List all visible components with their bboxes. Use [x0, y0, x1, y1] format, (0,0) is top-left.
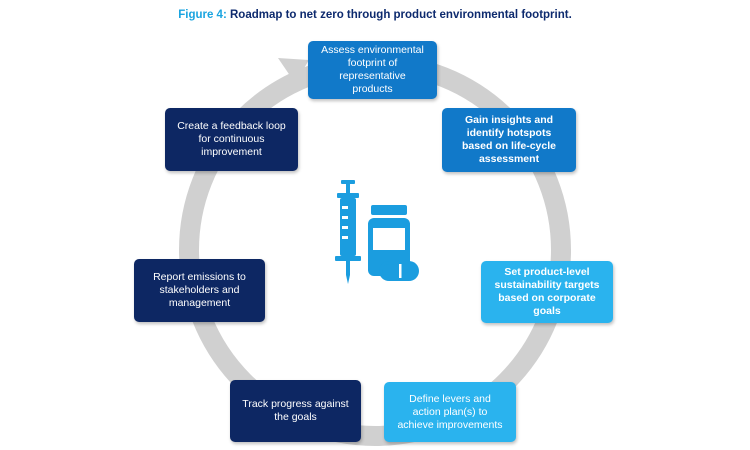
step-report-emissions: Report emissions to stakeholders and man… — [134, 259, 265, 322]
step-track-progress: Track progress against the goals — [230, 380, 361, 442]
figure-title: Roadmap to net zero through product envi… — [229, 9, 572, 21]
step-label: Gain insights and identify hotspots base… — [462, 114, 556, 165]
step-label: Define levers and action plan(s) to achi… — [397, 392, 503, 431]
step-label: Track progress against the goals — [242, 398, 349, 423]
step-label: Set product-level sustainability targets… — [494, 266, 600, 317]
cycle-arrowhead — [278, 58, 309, 83]
step-label: Create a feedback loop for continuous im… — [177, 120, 286, 158]
step-set-targets: Set product-level sustainability targets… — [481, 261, 613, 323]
step-assess-footprint: Assess environmental footprint of repres… — [308, 41, 437, 99]
step-label: Report emissions to stakeholders and man… — [153, 271, 246, 309]
step-gain-insights: Gain insights and identify hotspots base… — [442, 108, 576, 172]
figure-caption: Figure 4: Roadmap to net zero through pr… — [0, 9, 750, 21]
step-label: Assess environmental footprint of repres… — [321, 44, 424, 95]
step-define-levers: Define levers and action plan(s) to achi… — [384, 382, 516, 442]
step-feedback-loop: Create a feedback loop for continuous im… — [165, 108, 298, 171]
figure-label: Figure 4: — [178, 9, 227, 21]
medicine-icon — [335, 180, 419, 284]
